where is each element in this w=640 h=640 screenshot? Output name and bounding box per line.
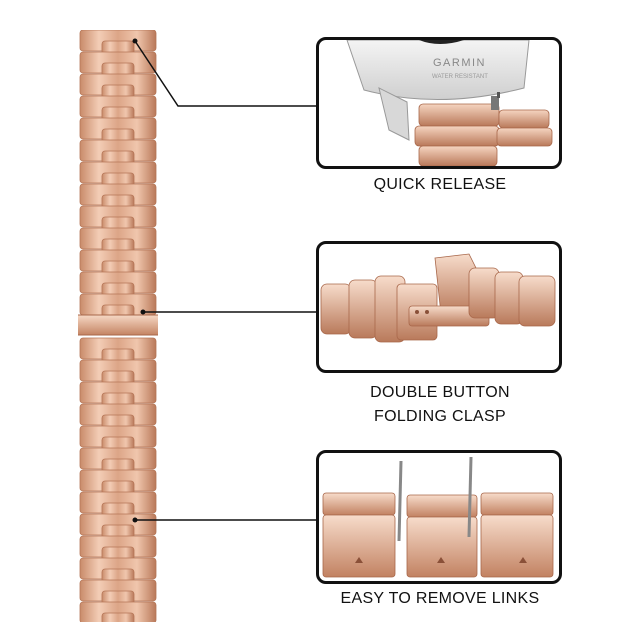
watch-band-image (78, 30, 158, 622)
links-caption: EASY TO REMOVE LINKS (340, 590, 540, 607)
watch-small-text: WATER RESISTANT (432, 74, 488, 80)
callout-line-top (132, 38, 318, 107)
callout-line-bottom (132, 517, 320, 523)
quick-release-panel: GARMIN WATER RESISTANT (316, 37, 562, 169)
clasp-panel (316, 241, 562, 373)
clasp-caption-line2: FOLDING CLASP (374, 408, 506, 425)
band-link (79, 601, 157, 622)
band-center-link (101, 612, 135, 622)
clasp (78, 314, 158, 336)
links-panel (316, 450, 562, 584)
band-links (79, 30, 157, 622)
callout-line-middle (140, 309, 318, 315)
quick-release-caption: QUICK RELEASE (373, 176, 507, 193)
clasp-caption-line1: DOUBLE BUTTON (370, 384, 510, 401)
watch-brand-text: GARMIN (433, 57, 486, 69)
